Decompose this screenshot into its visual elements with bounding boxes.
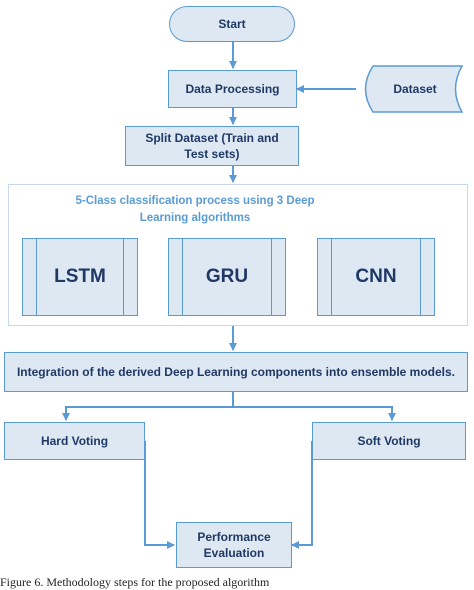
- cnn-label: CNN: [355, 266, 397, 287]
- dataset-node: Dataset: [370, 66, 460, 112]
- soft-voting-box: Soft Voting: [312, 422, 466, 460]
- integration-label: Integration of the derived Deep Learning…: [16, 364, 456, 379]
- start-node: Start: [169, 6, 295, 42]
- dataset-label: Dataset: [393, 82, 437, 96]
- cnn-algorithm-box: CNN: [317, 238, 435, 316]
- gru-label: GRU: [205, 266, 249, 287]
- data-processing-label: Data Processing: [185, 81, 280, 96]
- performance-evaluation-box: Performance Evaluation: [176, 522, 292, 568]
- dataset-storage-shape: [364, 65, 464, 113]
- arrow-soft-to-evaluation: [291, 441, 313, 549]
- lstm-algorithm-box: LSTM: [22, 238, 138, 316]
- figure-caption: Figure 6. Methodology steps for the prop…: [0, 575, 270, 589]
- split-dataset-box: Split Dataset (Train and Test sets): [125, 126, 299, 166]
- data-processing-box: Data Processing: [168, 70, 297, 108]
- arrow-hard-to-evaluation: [144, 441, 175, 549]
- performance-evaluation-label: Performance Evaluation: [197, 529, 271, 560]
- arrow-to-hard-voting: [62, 406, 233, 421]
- lstm-label: LSTM: [54, 266, 106, 287]
- integration-box: Integration of the derived Deep Learning…: [4, 352, 468, 392]
- gru-algorithm-box: GRU: [168, 238, 286, 316]
- hard-voting-box: Hard Voting: [4, 422, 145, 460]
- arrow-to-soft-voting: [233, 406, 396, 421]
- split-dataset-label: Split Dataset (Train and Test sets): [145, 130, 279, 161]
- hard-voting-label: Hard Voting: [40, 433, 109, 448]
- classification-group-title: 5-Class classification process using 3 D…: [75, 195, 315, 224]
- start-label: Start: [218, 16, 246, 31]
- soft-voting-label: Soft Voting: [357, 433, 421, 448]
